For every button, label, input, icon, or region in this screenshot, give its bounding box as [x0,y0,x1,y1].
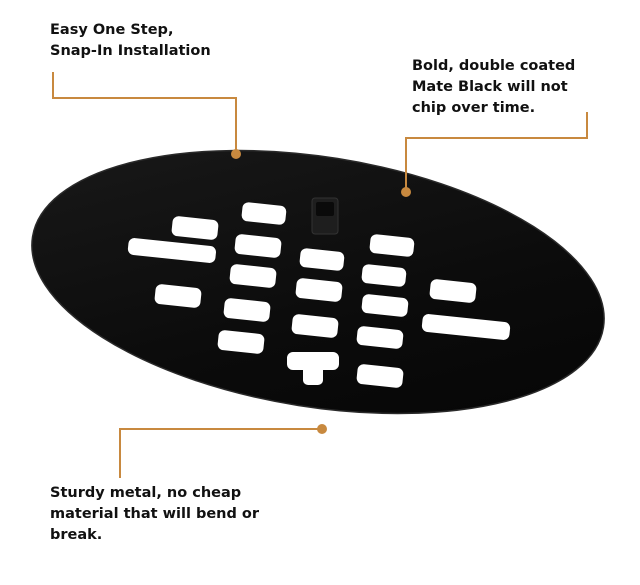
drain-hole [287,352,339,385]
drain-hole [229,264,277,288]
drain-hole [361,294,409,317]
callout-finish: Bold, double coated Mate Black will not … [412,58,576,116]
drain-hole [154,284,202,308]
leader-dots [231,149,411,434]
drain-hole [369,234,415,257]
leader-line-finish [405,112,588,190]
leader-line-material [119,428,320,478]
drain-holes [127,202,511,388]
drain-cover-rim [31,149,605,415]
snap-in-clip [311,197,339,235]
drain-hole [299,248,345,271]
drain-hole [361,264,407,287]
leader-lines [52,72,588,478]
drain-hole [421,314,511,340]
leader-line-installation [52,72,237,152]
callout-material: Sturdy metal, no cheap material that wil… [50,485,260,543]
drain-hole [223,298,271,322]
leader-dot-finish [401,187,411,197]
drain-hole [356,326,404,349]
drain-hole [241,202,287,225]
drain-hole [356,364,404,388]
drain-cover [31,149,605,415]
drain-hole [217,330,265,354]
drain-hole [291,314,339,338]
drain-hole [127,238,217,263]
leader-dot-installation [231,149,241,159]
drain-hole [429,279,477,303]
drain-hole [234,234,282,258]
leader-dot-material [317,424,327,434]
drain-hole [171,216,219,240]
callout-installation: Easy One Step, Snap-In Installation [50,22,211,59]
drain-hole [295,278,343,302]
